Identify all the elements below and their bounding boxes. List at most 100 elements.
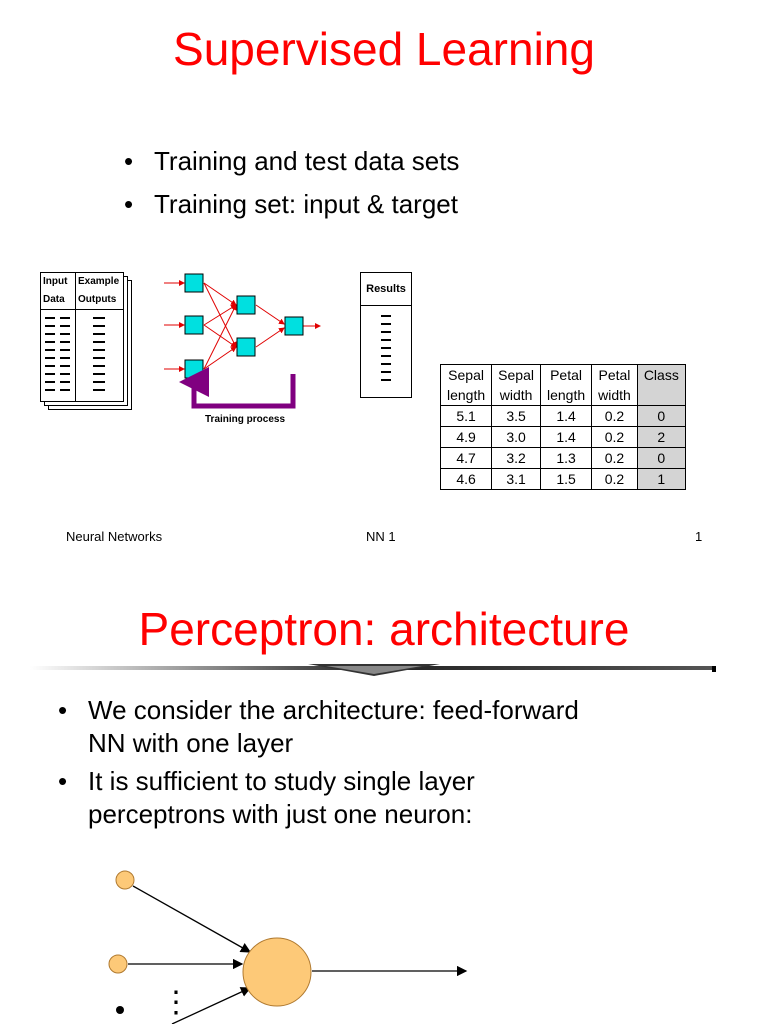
table-cell: 3.5	[491, 405, 541, 427]
table-cell: 4.9	[439, 426, 493, 448]
table-cell: 1.5	[539, 468, 593, 490]
table-row: 4.7 3.2 1.3 0.2 0	[439, 447, 686, 469]
data-dash	[60, 357, 70, 359]
data-dash	[60, 333, 70, 335]
data-dash	[45, 317, 55, 319]
data-dash	[45, 365, 55, 367]
hidden-neuron-2	[236, 337, 256, 357]
class-cell: 2	[636, 426, 686, 448]
bullet-item: •Training and test data sets	[124, 140, 459, 183]
input-neuron-2	[184, 315, 204, 335]
input-node-2	[108, 954, 128, 974]
hidden-neuron-1	[236, 295, 256, 315]
table-row: 4.9 3.0 1.4 0.2 2	[439, 426, 686, 448]
input-neuron-1	[184, 273, 204, 293]
data-dash	[381, 379, 391, 381]
header-class: Class	[636, 364, 686, 406]
class-cell: 1	[636, 468, 686, 490]
table-cell: 5.1	[439, 405, 493, 427]
table-row: 4.6 3.1 1.5 0.2 1	[439, 468, 686, 490]
slide-supervised-learning: Supervised Learning •Training and test d…	[40, 23, 703, 544]
table-cell: 0.2	[591, 426, 638, 448]
results-box: Results	[360, 272, 412, 398]
output-neuron	[284, 316, 304, 336]
data-dash	[45, 349, 55, 351]
bullet-icon: •	[58, 766, 68, 796]
bullet-icon: •	[124, 189, 134, 219]
slide-title: Supervised Learning	[173, 23, 595, 75]
perceptron-diagram: ⋮	[108, 870, 468, 1024]
table-row: 5.1 3.5 1.4 0.2 0	[439, 405, 686, 427]
data-dash	[381, 347, 391, 349]
input-neuron-3	[184, 359, 204, 379]
table-cell: 4.7	[439, 447, 493, 469]
output-neuron	[242, 937, 312, 1007]
results-label: Results	[366, 283, 406, 295]
data-dash	[381, 355, 391, 357]
data-dash	[93, 333, 105, 335]
ellipsis-dot	[116, 1006, 124, 1014]
connection-lines	[164, 280, 321, 372]
table-cell: 1.3	[539, 447, 593, 469]
data-dash	[93, 325, 105, 327]
slide-perceptron-architecture: Perceptron: architecture •We consider th…	[0, 560, 768, 1024]
data-dash	[93, 317, 105, 319]
table-cell: 1.4	[539, 426, 593, 448]
data-dash	[45, 389, 55, 391]
training-process-label: Training process	[205, 414, 286, 425]
data-dash	[93, 389, 105, 391]
data-dash	[93, 365, 105, 367]
page-number: 1	[695, 529, 703, 544]
footer-center: NN 1	[366, 529, 396, 544]
data-dash	[93, 381, 105, 383]
table-cell: 3.2	[491, 447, 541, 469]
neurons	[184, 273, 304, 379]
data-dash	[381, 371, 391, 373]
column-divider	[75, 273, 76, 401]
data-dash	[381, 315, 391, 317]
data-dash	[381, 339, 391, 341]
data-dash	[45, 357, 55, 359]
table-cell: 0.2	[591, 468, 638, 490]
table-cell: 4.6	[439, 468, 493, 490]
bullet-item: •Training set: input & target	[124, 183, 459, 226]
header-divider	[41, 309, 123, 310]
bullet-list: •We consider the architecture: feed-forw…	[58, 694, 579, 836]
data-dash	[93, 357, 105, 359]
data-dash	[60, 325, 70, 327]
data-dash	[381, 331, 391, 333]
class-cell: 0	[636, 447, 686, 469]
feedback-arrow	[179, 367, 296, 409]
data-dash	[60, 317, 70, 319]
data-dash	[45, 325, 55, 327]
data-dash	[93, 349, 105, 351]
table-cell: 3.1	[491, 468, 541, 490]
input-node-1	[115, 870, 135, 890]
data-dash	[93, 373, 105, 375]
table-cell: 0.2	[591, 405, 638, 427]
bullet-list: •Training and test data sets •Training s…	[124, 140, 459, 226]
data-dash	[60, 341, 70, 343]
data-dash	[45, 341, 55, 343]
data-dash	[60, 365, 70, 367]
table-cell: 1.4	[539, 405, 593, 427]
data-dash	[45, 333, 55, 335]
data-dash	[381, 323, 391, 325]
footer-left: Neural Networks	[66, 529, 163, 544]
bullet-item: •We consider the architecture: feed-forw…	[58, 695, 579, 758]
data-dash	[60, 373, 70, 375]
table-cell: 3.0	[491, 426, 541, 448]
table-cell: 0.2	[591, 447, 638, 469]
title-divider	[30, 664, 716, 676]
data-dash	[381, 363, 391, 365]
data-dash	[45, 381, 55, 383]
data-dash	[45, 373, 55, 375]
